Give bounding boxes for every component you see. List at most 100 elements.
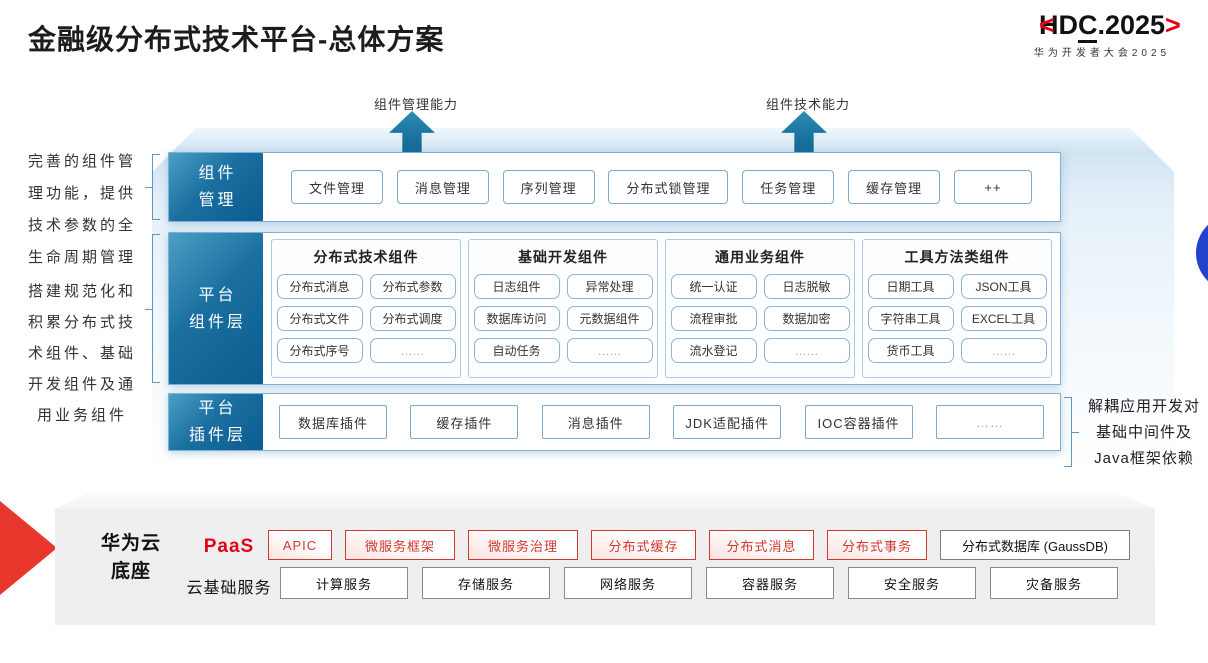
chip: 日志脱敏 (763, 274, 850, 299)
blue-circle-decoration (1196, 214, 1208, 292)
capability-label-technical: 组件技术能力 (766, 97, 851, 112)
group-grid: 日志组件 异常处理 数据库访问 元数据组件 自动任务 …… (473, 274, 653, 363)
bracket (1064, 397, 1079, 467)
chip: 消息管理 (396, 170, 489, 204)
chip: 数据库访问 (473, 306, 560, 331)
note-line: 生命周期管理 (27, 249, 136, 266)
layer-label-line: 组件 (198, 165, 237, 182)
huawei-cloud-foundation: 华为云 底座 PaaS APIC 微服务框架 微服务治理 分布式缓存 分布式消息… (55, 492, 1155, 625)
layer-label-line: 平台 (198, 400, 237, 417)
chip: 序列管理 (502, 170, 595, 204)
chip: 日志组件 (473, 274, 560, 299)
note-component-building: 搭建规范化和 积累分布式技 术组件、基础 开发组件及通 用业务组件 (12, 276, 152, 431)
bracket (145, 234, 160, 383)
note-line: 技术参数的全 (27, 217, 136, 234)
chip: JDK适配插件 (673, 405, 782, 439)
logo-hd: HD (1038, 10, 1078, 40)
note-line: 搭建规范化和 (27, 283, 136, 300)
group-grid: 分布式消息 分布式参数 分布式文件 分布式调度 分布式序号 …… (276, 274, 456, 363)
chip: ++ (953, 170, 1032, 204)
logo-year: .2025 (1097, 10, 1166, 40)
chip: 网络服务 (564, 567, 692, 599)
group-grid: 统一认证 日志脱敏 流程审批 数据加密 流水登记 …… (670, 274, 850, 363)
chip: 分布式锁管理 (608, 170, 729, 204)
chip: 流水登记 (670, 338, 757, 363)
chip: IOC容器插件 (804, 405, 913, 439)
chip: 分布式缓存 (591, 530, 696, 560)
logo-c: C (1077, 10, 1098, 43)
group-tool-methods: 工具方法类组件 日期工具 JSON工具 字符串工具 EXCEL工具 货币工具 …… (862, 239, 1052, 378)
chip: 流程审批 (670, 306, 757, 331)
group-distributed-tech: 分布式技术组件 分布式消息 分布式参数 分布式文件 分布式调度 分布式序号 …… (271, 239, 461, 378)
logo-right-bracket: > (1165, 10, 1181, 40)
cloud-base-row: 计算服务 存储服务 网络服务 容器服务 安全服务 灾备服务 (280, 567, 1118, 599)
chip: 数据加密 (763, 306, 850, 331)
note-line: 用业务组件 (36, 407, 127, 424)
chip: 自动任务 (473, 338, 560, 363)
chip: 分布式消息 (276, 274, 363, 299)
logo-left-bracket: < (1038, 10, 1055, 40)
group-basic-dev: 基础开发组件 日志组件 异常处理 数据库访问 元数据组件 自动任务 …… (468, 239, 658, 378)
chip: 分布式事务 (827, 530, 927, 560)
group-grid: 日期工具 JSON工具 字符串工具 EXCEL工具 货币工具 …… (867, 274, 1047, 363)
layer-content: 文件管理 消息管理 序列管理 分布式锁管理 任务管理 缓存管理 ++ (263, 153, 1060, 221)
chip: 异常处理 (566, 274, 653, 299)
foundation-label-line: 华为云 (100, 533, 161, 554)
layer-label: 平台 组件层 (169, 233, 263, 384)
capability-label-management: 组件管理能力 (374, 97, 459, 112)
chip: …… (935, 405, 1044, 439)
chip: 统一认证 (670, 274, 757, 299)
bracket (145, 154, 160, 220)
layer-platform-plugins: 平台 插件层 数据库插件 缓存插件 消息插件 JDK适配插件 IOC容器插件 …… (168, 393, 1061, 451)
chip: …… (763, 338, 850, 363)
chip: APIC (268, 530, 332, 560)
group-header: 工具方法类组件 (904, 249, 1010, 265)
hdc-logo-text: <HDC.2025> (1002, 10, 1202, 43)
layer-label: 平台 插件层 (169, 394, 263, 450)
chip: 任务管理 (742, 170, 835, 204)
chip: 灾备服务 (990, 567, 1118, 599)
note-line: 解耦应用开发对 (1087, 398, 1200, 415)
chip: 日期工具 (867, 274, 954, 299)
chip: 安全服务 (848, 567, 976, 599)
layer-label-line: 插件层 (188, 427, 246, 444)
chip: 缓存管理 (848, 170, 941, 204)
chip: 分布式调度 (369, 306, 456, 331)
note-line: 基础中间件及 (1095, 424, 1192, 441)
chip: 消息插件 (541, 405, 650, 439)
group-header: 分布式技术组件 (313, 249, 419, 265)
note-line: Java框架依赖 (1094, 450, 1194, 467)
layer-label-line: 管理 (198, 192, 237, 209)
chip: 货币工具 (867, 338, 954, 363)
layer-label-line: 组件层 (188, 313, 246, 331)
chip: 容器服务 (706, 567, 834, 599)
note-management-capability: 完善的组件管 理功能，提供 技术参数的全 生命周期管理 (12, 146, 152, 274)
chip: JSON工具 (960, 274, 1047, 299)
chip: 分布式序号 (276, 338, 363, 363)
chip: …… (960, 338, 1047, 363)
note-line: 完善的组件管 (27, 153, 136, 170)
note-line: 积累分布式技 (27, 314, 136, 331)
cloud-base-label: 云基础服务 (186, 580, 272, 597)
layer-platform-components: 平台 组件层 分布式技术组件 分布式消息 分布式参数 分布式文件 分布式调度 分… (168, 232, 1061, 385)
chip: 元数据组件 (566, 306, 653, 331)
red-arrow-decoration (0, 500, 57, 596)
chip: 分布式文件 (276, 306, 363, 331)
chip: …… (566, 338, 653, 363)
chip: 计算服务 (280, 567, 408, 599)
foundation-label-line: 底座 (110, 561, 151, 582)
paas-row: APIC 微服务框架 微服务治理 分布式缓存 分布式消息 分布式事务 分布式数据… (268, 530, 1130, 560)
foundation-label: 华为云 底座 (93, 530, 169, 586)
note-decouple: 解耦应用开发对 基础中间件及 Java框架依赖 (1080, 394, 1208, 472)
chip: 数据库插件 (279, 405, 387, 439)
layer-label-line: 平台 (198, 286, 237, 304)
layer-label: 组件 管理 (169, 153, 263, 221)
hdc-logo: <HDC.2025> 华为开发者大会2025 (1002, 10, 1202, 59)
layer-component-management: 组件 管理 文件管理 消息管理 序列管理 分布式锁管理 任务管理 缓存管理 ++ (168, 152, 1061, 222)
chip: EXCEL工具 (960, 306, 1047, 331)
note-line: 理功能，提供 (27, 185, 136, 202)
chip: 文件管理 (291, 170, 383, 204)
chip: 分布式消息 (709, 530, 814, 560)
chip: …… (369, 338, 456, 363)
